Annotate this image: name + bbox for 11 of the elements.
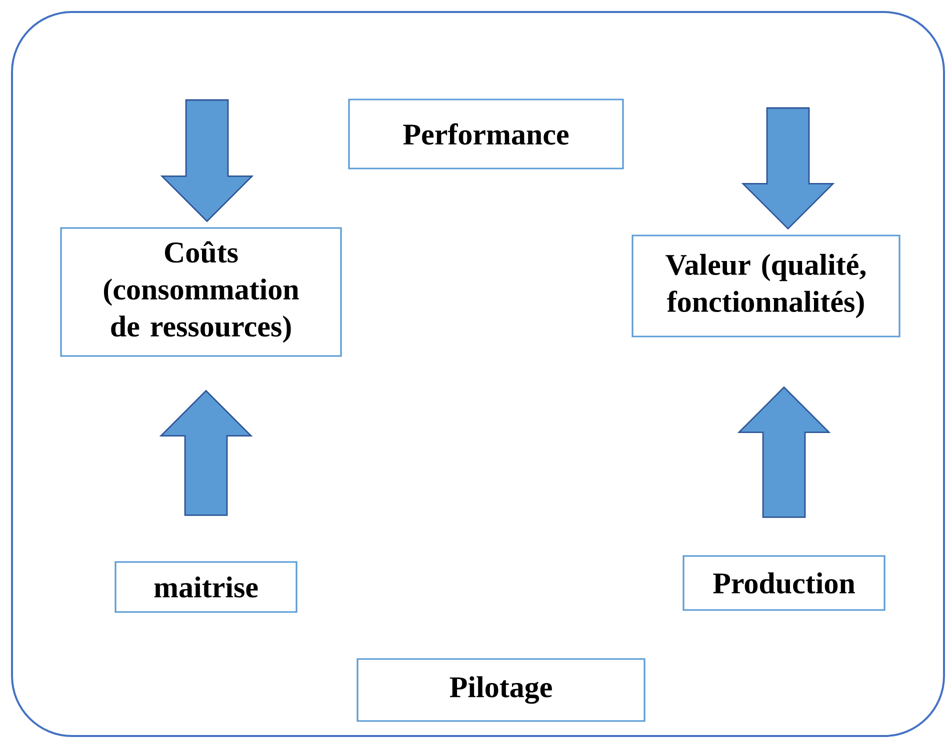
block-arrow (160, 99, 254, 222)
block-arrow (737, 386, 831, 518)
text-box: Production (682, 555, 886, 611)
block-arrow (741, 107, 835, 230)
text-box: maitrise (114, 561, 298, 613)
text-box: Performance (348, 98, 624, 170)
frame-box (11, 11, 945, 737)
text-box: Pilotage (356, 658, 646, 722)
text-box: Valeur (qualité, fonctionnalités) (632, 234, 900, 338)
text-box: Coûts (consommation de ressources) (60, 227, 342, 357)
block-arrow (159, 390, 253, 516)
